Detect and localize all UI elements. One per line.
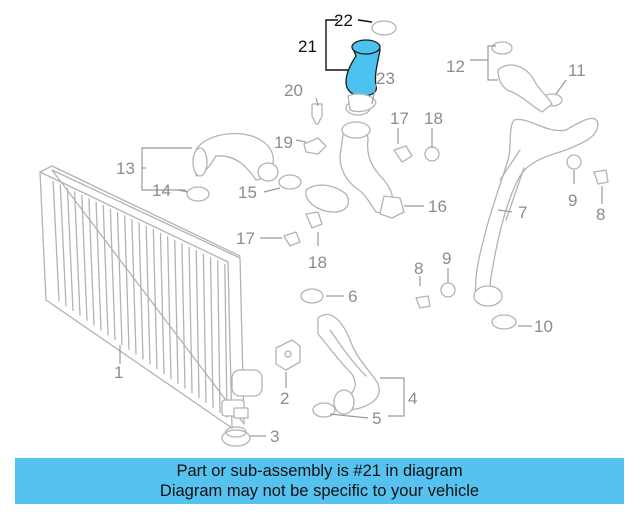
- radiator-fin: [181, 243, 186, 389]
- sensors-and-bolts: [283, 103, 609, 309]
- callout-21: 21: [298, 37, 317, 56]
- callout-8-right: 8: [596, 205, 605, 224]
- banner-line-1: Part or sub-assembly is #21 in diagram: [176, 462, 463, 480]
- callout-17-right: 17: [390, 109, 409, 128]
- radiator-fin: [195, 250, 200, 399]
- radiator-fin: [52, 180, 60, 302]
- callout-6: 6: [348, 287, 357, 306]
- radiator-fin: [166, 236, 172, 380]
- callout-17-left: 17: [236, 229, 255, 248]
- radiator-fin: [102, 205, 109, 336]
- radiator-fin: [202, 253, 207, 404]
- callout-18-left: 18: [308, 253, 327, 272]
- callout-11: 11: [568, 61, 586, 80]
- callout-16: 16: [428, 197, 447, 216]
- radiator-fin: [109, 208, 116, 341]
- bracket: [275, 339, 301, 371]
- upper-hose: [192, 132, 279, 182]
- callout-3: 3: [270, 427, 279, 446]
- radiator-fin: [138, 222, 144, 360]
- radiator-fin: [209, 256, 214, 409]
- callout-10: 10: [534, 317, 553, 336]
- callout-20: 20: [284, 81, 303, 100]
- right-charge-pipe: [473, 117, 599, 307]
- callout-22: 22: [334, 11, 353, 30]
- radiator-fin: [88, 198, 95, 326]
- callout-4: 4: [408, 389, 417, 408]
- grommet: [221, 426, 251, 447]
- callout-18-right: 18: [424, 109, 443, 128]
- radiator-fin: [188, 246, 193, 394]
- radiator-fin: [131, 218, 137, 355]
- callout-13: 13: [116, 159, 135, 178]
- radiator-fin: [152, 229, 158, 370]
- radiator-fin: [174, 239, 179, 384]
- callout-8-left: 8: [414, 259, 423, 278]
- callout-7: 7: [518, 203, 527, 222]
- callout-5: 5: [372, 409, 381, 428]
- radiator-fin: [159, 232, 165, 375]
- radiator-fin: [124, 215, 130, 350]
- info-banner: Part or sub-assembly is #21 in diagram D…: [15, 458, 624, 504]
- radiator-fin: [73, 191, 81, 317]
- radiator-fin: [95, 201, 102, 331]
- highlighted-hose-21: [345, 20, 397, 97]
- callout-labels: 1 2 3 4 5 6 7 8 8 9 9 10 11 12 13 14 15 …: [114, 11, 605, 446]
- charge-pipe: [305, 121, 405, 219]
- radiator-fin: [81, 194, 88, 321]
- callout-2: 2: [280, 389, 289, 408]
- leader-lines: [119, 19, 603, 437]
- hose-23: [347, 93, 377, 113]
- banner-line-2: Diagram may not be specific to your vehi…: [159, 482, 480, 500]
- callout-1: 1: [114, 363, 123, 382]
- callout-15: 15: [238, 183, 257, 202]
- radiator-fin: [217, 260, 221, 413]
- intercooler-core: [39, 165, 263, 429]
- callout-12: 12: [446, 57, 465, 76]
- upper-right-hose: [497, 64, 553, 113]
- radiator-fin: [116, 211, 123, 346]
- radiator-fin: [59, 184, 67, 307]
- radiator-fin: [224, 263, 228, 418]
- callout-23: 23: [376, 69, 395, 88]
- callout-19: 19: [274, 133, 293, 152]
- callout-9-left: 9: [442, 249, 451, 268]
- lower-charge-hose: [317, 313, 380, 415]
- radiator-fin: [145, 225, 151, 365]
- callout-9-right: 9: [568, 191, 577, 210]
- radiator-fin: [66, 187, 74, 312]
- callout-14: 14: [152, 181, 171, 200]
